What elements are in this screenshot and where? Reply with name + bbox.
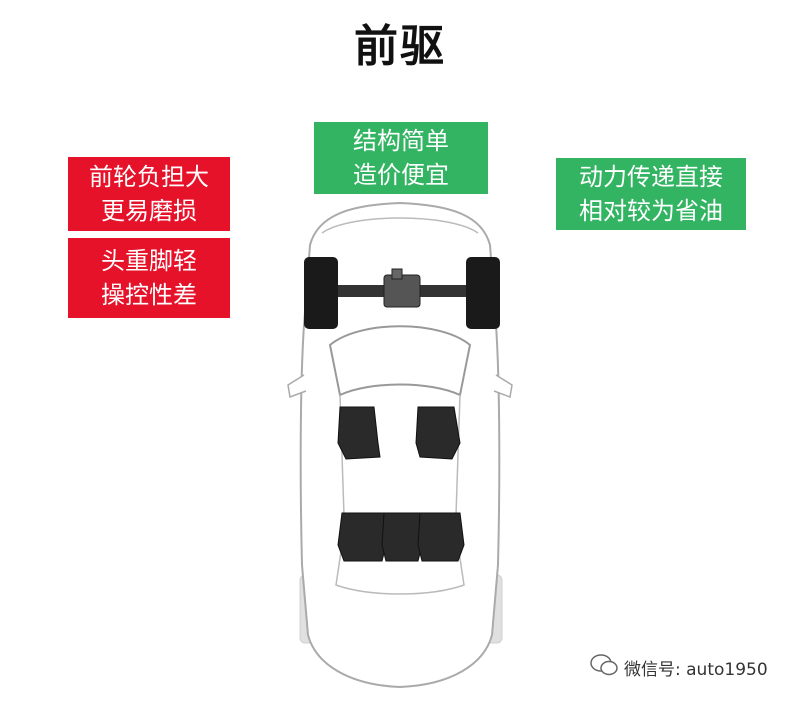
cons-box-handling: 头重脚轻 操控性差 <box>68 238 230 318</box>
wechat-icon <box>590 653 618 681</box>
car-topview-illustration <box>287 201 513 689</box>
windshield <box>328 325 472 397</box>
pros-text-line-1: 结构简单 <box>353 127 449 155</box>
watermark-text: 微信号: auto1950 <box>624 659 768 680</box>
pros-box-fuel-efficient: 动力传递直接 相对较为省油 <box>556 158 746 230</box>
pros-text-line-2: 造价便宜 <box>353 161 449 189</box>
cons-text-line-2: 操控性差 <box>101 281 197 309</box>
pros-text-line-1: 动力传递直接 <box>579 163 723 191</box>
rear-seats <box>337 512 465 562</box>
pros-text-line-2: 相对较为省油 <box>579 197 723 225</box>
diagram-title: 前驱 <box>354 21 446 72</box>
car-body <box>299 201 501 689</box>
cons-text-line-2: 更易磨损 <box>101 197 197 225</box>
watermark: 微信号: auto1950 <box>590 652 768 682</box>
front-seats <box>337 406 461 460</box>
front-axle <box>304 257 500 329</box>
cons-box-wheel-wear: 前轮负担大 更易磨损 <box>68 157 230 231</box>
pros-box-simple-structure: 结构简单 造价便宜 <box>314 122 488 194</box>
cons-text-line-1: 头重脚轻 <box>101 247 197 275</box>
cons-text-line-1: 前轮负担大 <box>89 163 209 191</box>
